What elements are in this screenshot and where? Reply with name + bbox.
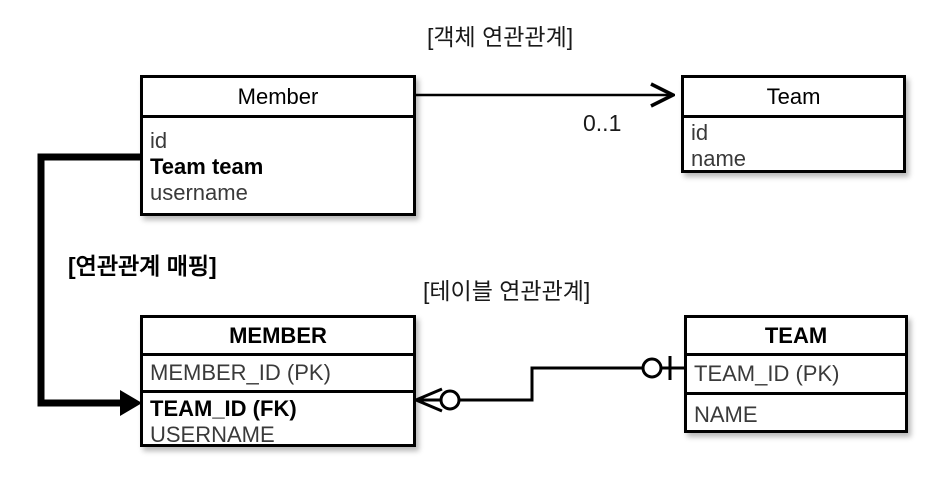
field-id: id (691, 119, 709, 145)
caption-table-relation: [테이블 연관관계] (423, 278, 591, 304)
table-box-team[interactable]: TEAM TEAM_ID (PK) NAME (684, 315, 908, 433)
table-name-member: MEMBER (229, 322, 327, 348)
table-compartment-pk: TEAM_ID (PK) (687, 356, 905, 392)
column-name: NAME (694, 402, 758, 428)
divider (143, 390, 413, 393)
caption-object-relation: [객체 연관관계] (427, 24, 574, 50)
table-name-team: TEAM (764, 322, 828, 348)
field-id: id (150, 128, 168, 154)
multiplicity-label: 0..1 (583, 110, 622, 136)
class-box-member[interactable]: Member id Team team username (140, 75, 416, 216)
divider (687, 353, 905, 356)
field-name: name (691, 145, 747, 171)
divider (143, 353, 413, 356)
column-team-id-pk: TEAM_ID (PK) (694, 361, 840, 387)
field-username: username (150, 179, 248, 205)
class-attributes-member: id Team team username (143, 118, 413, 216)
class-attributes-team: id name (684, 118, 903, 173)
column-member-id: MEMBER_ID (PK) (150, 360, 331, 386)
table-compartment-pk: MEMBER_ID (PK) (143, 356, 413, 390)
column-username: USERNAME (150, 421, 275, 447)
caption-mapping: [연관관계 매핑] (68, 253, 217, 279)
divider (143, 115, 413, 118)
class-box-team[interactable]: Team id name (681, 75, 906, 173)
column-team-id-fk: TEAM_ID (FK) (150, 395, 297, 421)
table-box-member[interactable]: MEMBER MEMBER_ID (PK) TEAM_ID (FK) USERN… (140, 315, 416, 447)
divider (687, 392, 905, 395)
mapping-link-arrow (37, 153, 142, 416)
table-compartment-columns: TEAM_ID (FK) USERNAME (143, 393, 413, 450)
class-name-member: Member (237, 83, 319, 109)
relationship-member-team (415, 356, 684, 413)
table-compartment-columns: NAME (687, 395, 905, 435)
divider (684, 115, 903, 118)
class-name-team: Team (766, 83, 821, 109)
field-team-team: Team team (150, 154, 264, 180)
